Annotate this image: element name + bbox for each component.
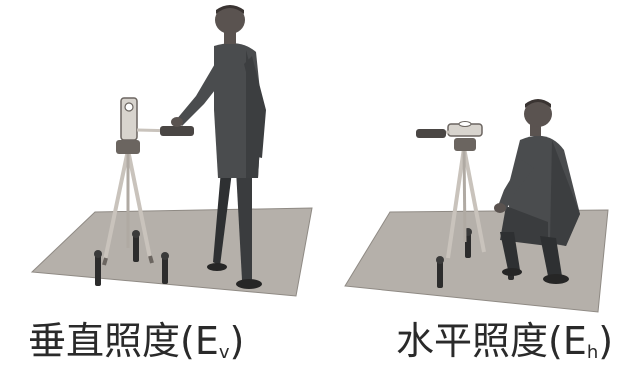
right-scene	[344, 99, 609, 313]
left-ground-markers	[94, 230, 169, 286]
illuminance-illustration	[30, 5, 609, 313]
marker-icon	[437, 258, 443, 288]
vertical-light-meter-icon	[120, 97, 194, 141]
marker-icon	[95, 252, 101, 286]
horizontal-light-meter-icon	[416, 121, 483, 138]
marker-icon	[162, 254, 168, 284]
caption-close-paren: )	[598, 319, 614, 363]
caption-main-text: 垂直照度(E	[28, 319, 219, 363]
caption-subscript: h	[586, 342, 599, 363]
standing-person-icon	[171, 5, 266, 289]
caption-subscript: v	[218, 342, 230, 363]
left-ground-plate	[30, 207, 313, 297]
left-tripod-icon	[102, 140, 154, 266]
right-tripod-icon	[446, 138, 486, 259]
right-ground-markers	[436, 228, 515, 288]
horizontal-illuminance-caption: 水平照度(Eh)	[396, 322, 613, 362]
marker-icon	[133, 232, 139, 262]
crouching-person-icon	[494, 99, 580, 284]
caption-close-paren: )	[229, 319, 245, 363]
vertical-illuminance-caption: 垂直照度(Ev)	[28, 322, 244, 362]
marker-icon	[465, 230, 471, 258]
caption-main-text: 水平照度(E	[396, 319, 587, 363]
left-scene	[30, 5, 313, 297]
